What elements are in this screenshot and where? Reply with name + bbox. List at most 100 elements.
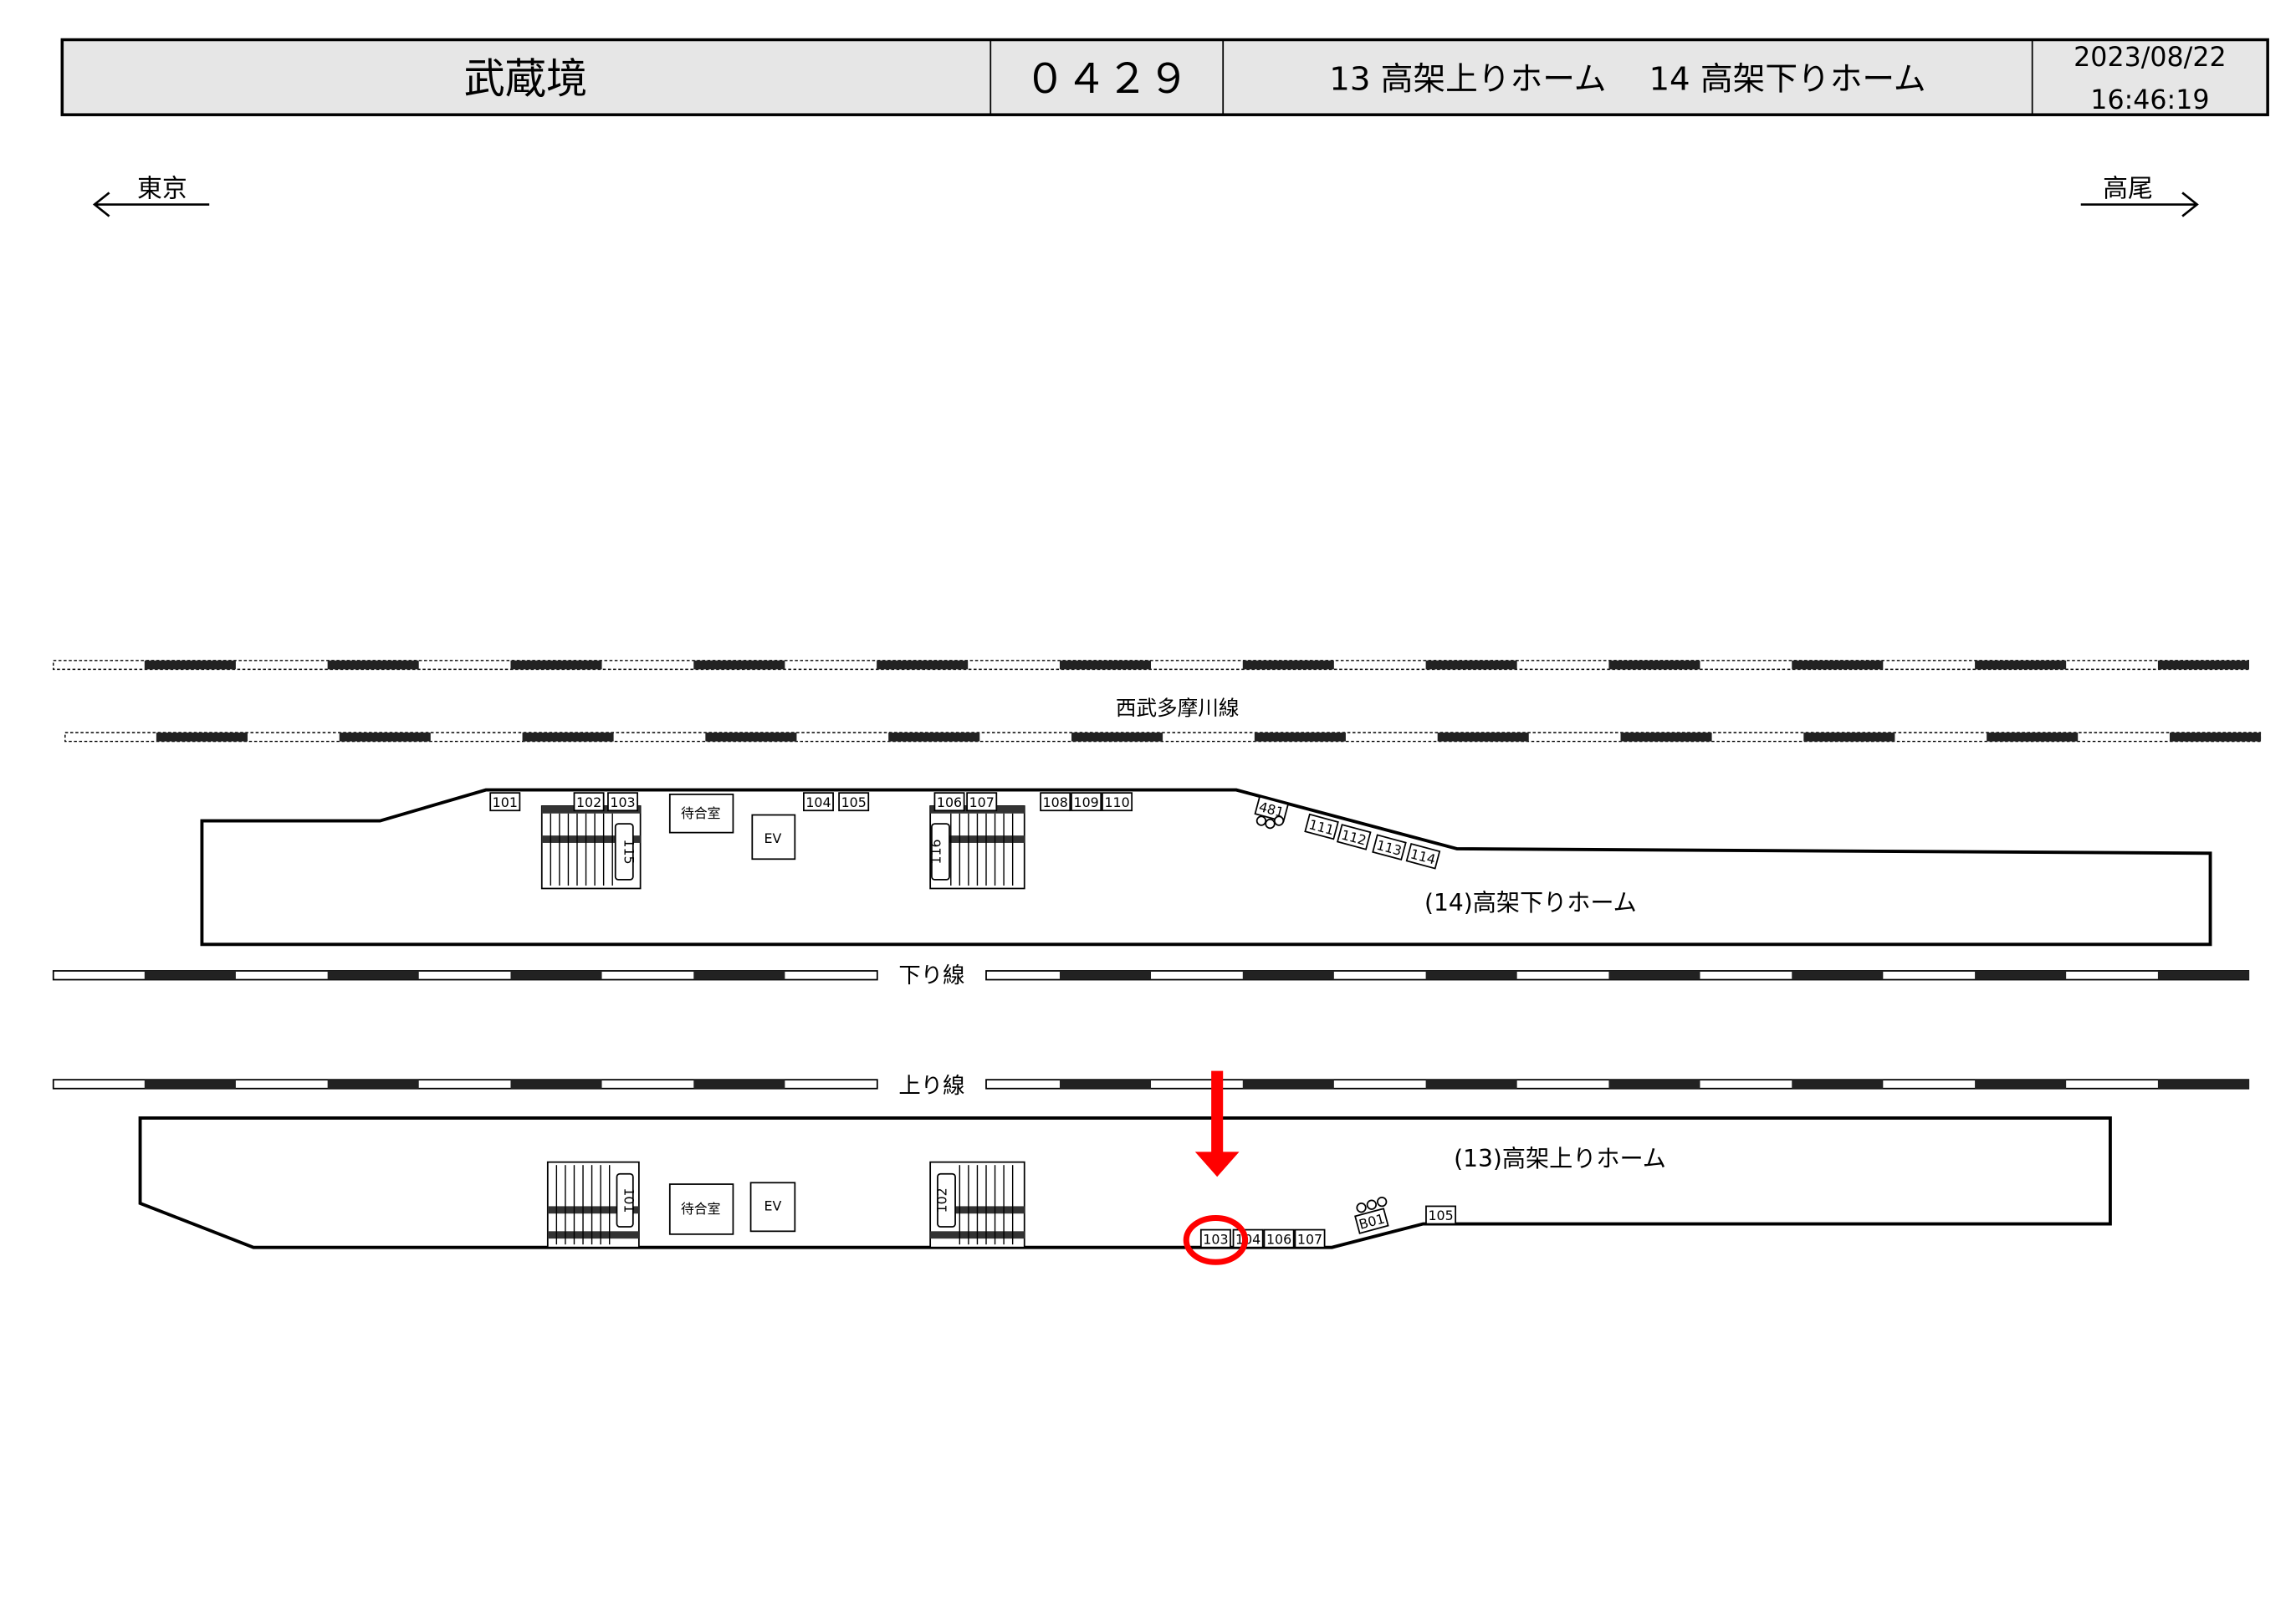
track-block	[156, 733, 248, 742]
lamp-icon	[1356, 1203, 1367, 1213]
track-block	[693, 970, 785, 980]
station-name: 武蔵境	[464, 54, 588, 103]
lamp-icon	[1265, 818, 1276, 830]
track-label-seibu: 西武多摩川線	[1116, 696, 1240, 720]
track-block	[1425, 970, 1517, 980]
track-block	[1242, 660, 1334, 670]
platform-13-label: (13)高架上りホーム	[1454, 1145, 1666, 1172]
track-block	[1425, 660, 1517, 670]
track-seibu-2	[64, 732, 2262, 743]
track-block	[705, 733, 797, 742]
track-block	[1620, 733, 1712, 742]
date: 2023/08/22	[2074, 43, 2226, 73]
marker-label: 102	[576, 794, 601, 810]
direction-right: 高尾	[2080, 175, 2199, 217]
waiting-room	[668, 1183, 734, 1235]
arrow-left-icon	[92, 192, 210, 217]
track-block	[144, 660, 236, 670]
platform-14-label: (14)高架下りホーム	[1424, 889, 1637, 917]
lamp-icon	[1377, 1196, 1388, 1208]
track-block	[1792, 970, 1884, 980]
track-label-up: 上り線	[898, 1074, 964, 1099]
waiting-room-label: 待合室	[681, 1201, 721, 1217]
marker: B01	[1354, 1208, 1389, 1234]
marker-label: 107	[1297, 1231, 1322, 1247]
track-up	[52, 1079, 2250, 1090]
tracks	[52, 660, 2262, 1090]
track-block	[1792, 660, 1884, 670]
header-bar: 武蔵境 ０４２９ 13 高架上りホーム 14 高架下りホーム 2023/08/2…	[60, 38, 2269, 116]
stair-marker: 101	[621, 1187, 637, 1213]
marker: 106	[933, 792, 965, 812]
marker-label: 105	[1428, 1208, 1453, 1223]
marker-label: 108	[1043, 794, 1068, 810]
marker-label: 110	[1104, 794, 1129, 810]
track-block	[1608, 660, 1700, 670]
track-block	[1975, 1080, 2067, 1089]
waiting-room-label: 待合室	[681, 805, 721, 821]
track-block	[1608, 970, 1700, 980]
stairs: 101 102	[546, 1161, 1025, 1249]
track-block	[2157, 660, 2249, 670]
track-block	[339, 733, 431, 742]
marker-label: 104	[1235, 1231, 1260, 1247]
highlight-circle	[1183, 1214, 1249, 1265]
marker: 105	[838, 792, 870, 812]
marker-label: 101	[493, 794, 518, 810]
time: 16:46:19	[2090, 85, 2209, 115]
track-block	[1425, 1080, 1517, 1089]
track-block	[144, 970, 236, 980]
marker: 109	[1071, 792, 1102, 812]
elevator-label: EV	[764, 1198, 782, 1214]
arrow-right-icon	[2080, 192, 2199, 217]
marker-label: 104	[805, 794, 831, 810]
track-block	[693, 1080, 785, 1089]
platform-title: 13 高架上りホーム 14 高架下りホーム	[1329, 60, 1925, 98]
direction-takao: 高尾	[2103, 175, 2153, 204]
marker: 101	[489, 792, 521, 812]
stair-marker: 102	[934, 1187, 950, 1213]
elevator-label: EV	[764, 830, 782, 846]
lamp-icon	[1273, 815, 1285, 826]
marker-label: 103	[1203, 1231, 1228, 1247]
marker: 103	[1199, 1228, 1231, 1249]
waiting-room	[668, 794, 734, 834]
marker: 102	[573, 792, 605, 812]
track-down	[52, 970, 2250, 981]
marker: 106	[1263, 1228, 1295, 1249]
track-block	[2169, 733, 2262, 742]
direction-tokyo: 東京	[137, 175, 187, 204]
marker: 108	[1040, 792, 1071, 812]
elevator	[751, 814, 796, 861]
marker-label: 106	[937, 794, 962, 810]
track-block	[144, 1080, 236, 1089]
track-block	[327, 1080, 419, 1089]
marker: 105	[1425, 1205, 1457, 1225]
track-block	[1242, 970, 1334, 980]
marker-label: 109	[1074, 794, 1099, 810]
track-block	[1975, 970, 2067, 980]
lamp-icon	[1255, 815, 1267, 826]
track-block	[888, 733, 980, 742]
track-block	[1987, 733, 2079, 742]
stair-marker: 116	[928, 839, 943, 864]
elevator	[749, 1182, 796, 1233]
track-block	[1792, 1080, 1884, 1089]
track-block	[1242, 1080, 1334, 1089]
track-block	[510, 1080, 602, 1089]
track-block	[327, 660, 419, 670]
track-block	[877, 660, 969, 670]
track-seibu-1	[53, 660, 2249, 671]
track-block	[1059, 660, 1152, 670]
lamp-icon	[1366, 1199, 1378, 1210]
marker: 107	[1294, 1228, 1326, 1249]
track-block	[1071, 733, 1163, 742]
track-block	[1975, 660, 2067, 670]
stair-marker: 115	[621, 839, 637, 864]
marker-label: 103	[610, 794, 635, 810]
track-block	[1437, 733, 1529, 742]
track-block	[1059, 1080, 1152, 1089]
marker-label: 105	[841, 794, 867, 810]
